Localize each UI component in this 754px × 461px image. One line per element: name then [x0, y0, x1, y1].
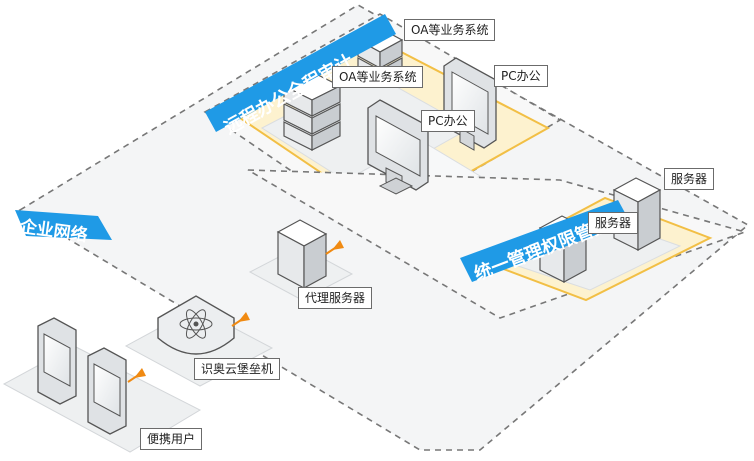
proxy-server-device: [276, 219, 328, 290]
proxy-server-label: 代理服务器: [298, 287, 373, 309]
arrow-icon: [127, 368, 146, 383]
arrow-icon: [325, 240, 344, 255]
arrow-icon: [231, 312, 250, 327]
server-label-front: 服务器: [588, 212, 639, 234]
bastion-host-label: 识奥云堡垒机: [194, 358, 281, 380]
pc-monitor-front: [367, 99, 429, 195]
pc-office-label-back: PC办公: [494, 65, 548, 87]
server-label-back: 服务器: [664, 168, 715, 190]
permission-control-banner: [460, 200, 630, 282]
oa-system-label-front: OA等业务系统: [332, 66, 424, 88]
remote-audit-banner: [205, 14, 396, 132]
enterprise-network-banner: [15, 210, 112, 240]
mobile-user-label: 便携用户: [140, 428, 203, 450]
bastion-host-device: [157, 295, 235, 355]
mobile-phone-front: [87, 347, 127, 435]
oa-system-label-back: OA等业务系统: [404, 19, 496, 41]
mobile-phone-back: [37, 317, 77, 405]
pc-office-label-front: PC办公: [421, 110, 475, 132]
